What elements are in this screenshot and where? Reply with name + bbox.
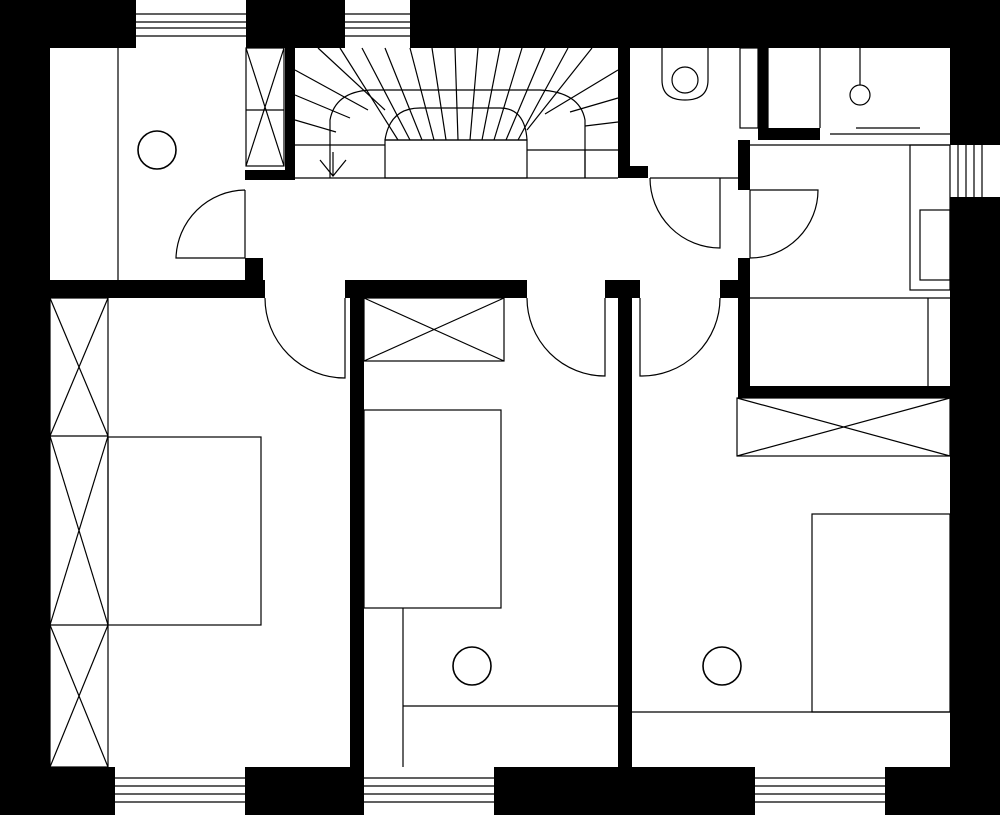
wardrobe-right — [736, 397, 951, 457]
window-bottom-left — [115, 767, 245, 815]
bedroom-left — [49, 297, 262, 768]
bed-middle — [363, 409, 502, 609]
closet-room — [117, 47, 285, 280]
wardrobe-left — [49, 297, 109, 768]
door-bedroom-right — [639, 297, 721, 377]
ceiling-light-closet — [137, 130, 177, 170]
window-bottom-middle — [364, 767, 494, 815]
window-bottom-right — [755, 767, 885, 815]
windows — [115, 0, 1000, 815]
hall-doors — [264, 297, 721, 379]
window-top-stair — [345, 0, 410, 48]
ceiling-light-middle — [452, 646, 492, 686]
door-bedroom-middle — [526, 297, 606, 377]
door-wc — [649, 177, 721, 249]
wardrobe-middle — [363, 297, 505, 362]
ceiling-light-right — [702, 646, 742, 686]
bed-right — [811, 513, 951, 713]
staircase — [294, 47, 619, 179]
door-closet — [175, 189, 246, 259]
door-bath — [749, 189, 819, 259]
door-bedroom-left — [264, 297, 346, 379]
bedroom-middle — [363, 297, 618, 767]
ceiling-light-bath — [849, 84, 871, 106]
wc — [649, 47, 759, 249]
window-top-left — [136, 0, 246, 48]
bed-left — [107, 436, 262, 626]
interior-walls — [50, 48, 950, 767]
bathroom — [749, 48, 951, 386]
bathtub — [909, 144, 951, 291]
window-right-bath — [950, 145, 1000, 197]
bedroom-right — [632, 397, 951, 713]
toilet — [661, 48, 709, 101]
